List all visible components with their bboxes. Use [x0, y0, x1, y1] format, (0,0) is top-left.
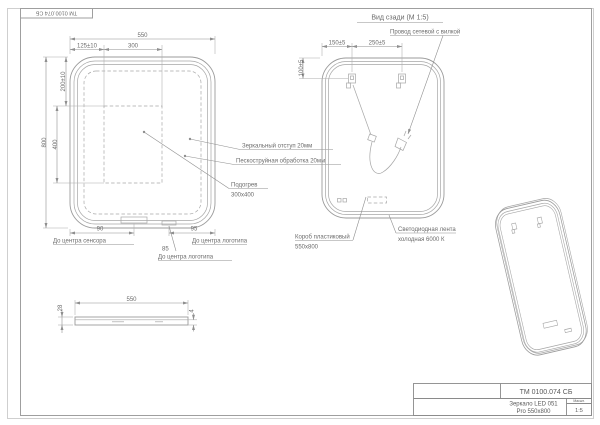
- dim-400-text: 400: [53, 139, 59, 150]
- dim-logo-right: 95 До центра логотипа: [168, 226, 248, 245]
- note-sandblast: Пескоструйная обработка 20мм: [183, 154, 341, 165]
- clip-mark-1: [337, 198, 342, 203]
- dim-800-text: 800: [42, 137, 48, 148]
- plug: [394, 137, 407, 151]
- note-sandblast-text: Пескоструйная обработка 20мм: [236, 158, 325, 165]
- back-outline-mid: [325, 61, 441, 215]
- rotated-stamp: ТМ 0100.074 СБ: [20, 8, 93, 19]
- iso-bracket-left: [511, 222, 518, 234]
- titleblock-scale-value: 1:5: [575, 408, 583, 414]
- note-cord-text: Провод сетевой с вилкой: [390, 29, 460, 36]
- dim-550-side-text: 550: [126, 297, 137, 303]
- dim-85-text: 85: [162, 247, 169, 253]
- dim-4-side: 4: [188, 309, 197, 332]
- dim-300-text: 300: [128, 44, 139, 50]
- stamp-box: [20, 8, 93, 19]
- note-heating-line1: Подогрев: [231, 183, 257, 189]
- titleblock-product-line2: Pro 550x800: [516, 409, 551, 415]
- mirror-outline-outer: [69, 56, 216, 229]
- stamp-doc-code: ТМ 0100.074 СБ: [35, 10, 77, 16]
- cord-wire: [369, 141, 402, 174]
- dim-28-text: 28: [58, 304, 64, 311]
- note-box-line2: 550х800: [295, 245, 319, 251]
- iso-outline-outer: [495, 199, 587, 356]
- dim-400-front: 400: [53, 105, 104, 184]
- dim-550-side: 550: [74, 297, 189, 315]
- title-block: ТМ 0100.074 СБ Зеркало LED 051 Pro 550x8…: [413, 383, 592, 416]
- note-cord: Провод сетевой с вилкой: [390, 29, 460, 135]
- dim-300-front: 300: [103, 44, 163, 107]
- titleblock-doc-code: ТМ 0100.074 СБ: [520, 389, 573, 396]
- dim-4-text: 4: [190, 309, 196, 313]
- dim-550-front-text: 550: [137, 33, 148, 39]
- front-view: 550 125±10 300 800 400 200±10: [42, 33, 341, 261]
- dim-550-front: 550: [69, 33, 216, 54]
- iso-outline-depth: [496, 198, 588, 354]
- label-logo-bottom: До центра логотипа: [158, 255, 214, 261]
- sensor-mark: [120, 216, 148, 224]
- side-view: 550 28 4: [58, 297, 197, 333]
- note-heating: Подогрев 300х400: [142, 130, 268, 199]
- iso-outline-mid: [497, 202, 584, 353]
- titleblock-product-line1: Зеркало LED 051: [509, 402, 558, 408]
- iso-bracket-right: [536, 216, 543, 228]
- dim-250-back: 250±5: [351, 41, 403, 72]
- note-led-strip: Светодиодная лента холодная 6000 К: [388, 214, 456, 243]
- note-plastic-box: Короб пластиковый 550х800: [295, 196, 367, 251]
- dim-800-front: 800: [42, 56, 68, 229]
- power-cord: [352, 84, 412, 174]
- back-outline-inner: [328, 64, 438, 212]
- title-block-border: [413, 383, 592, 416]
- dim-150-text: 150±5: [329, 41, 346, 47]
- dim-logo-bottom: 85 До центра логотипа: [158, 225, 232, 261]
- iso-logo-mark: [542, 319, 559, 329]
- cord-connector: [367, 133, 377, 143]
- mirror-outline-mid: [73, 60, 212, 225]
- back-view: Вид сзади (М 1:5) 150±5 250±5: [295, 15, 460, 251]
- note-mirror-offset: Зеркальный отступ 20мм: [188, 137, 333, 150]
- iso-view: [495, 198, 588, 356]
- note-heating-line2: 300х400: [231, 193, 255, 199]
- iso-outline-inner: [499, 205, 582, 351]
- label-sensor: До центра сенсора: [53, 239, 107, 245]
- driver-box-mark: [367, 196, 387, 204]
- side-slab: [74, 316, 189, 326]
- clip-mark-2: [342, 198, 347, 203]
- dim-sensor: 90 До центра сенсора: [53, 223, 135, 245]
- dim-200-front: 200±10: [61, 56, 68, 107]
- dim-200-text: 200±10: [61, 71, 67, 92]
- note-box-line1: Короб пластиковый: [295, 234, 350, 241]
- bracket-right: [396, 73, 406, 89]
- note-mirror-offset-text: Зеркальный отступ 20мм: [242, 143, 312, 150]
- dim-125-front: 125±10: [69, 44, 105, 107]
- dim-90-text: 90: [97, 227, 104, 233]
- dim-28-side: 28: [58, 304, 73, 333]
- dim-250-text: 250±5: [369, 41, 386, 47]
- iso-clip-mark: [564, 327, 573, 334]
- dim-100-text: 100±5: [299, 59, 305, 76]
- logo-mark: [161, 220, 177, 226]
- sheet-frame: [7, 8, 594, 419]
- back-outline-outer: [321, 57, 445, 219]
- dim-100-back: 100±5: [299, 57, 348, 79]
- dim-125-text: 125±10: [77, 44, 98, 50]
- bracket-left: [346, 73, 356, 89]
- sandblast-zone: [83, 70, 202, 215]
- label-logo-right: До центра логотипа: [192, 239, 248, 245]
- note-led-line2: холодная 6000 К: [398, 237, 445, 243]
- back-view-title: Вид сзади (М 1:5): [371, 15, 428, 22]
- dim-95-text: 95: [191, 227, 198, 233]
- mirror-outline-inner: [77, 64, 208, 221]
- note-led-line1: Светодиодная лента: [398, 227, 456, 233]
- inner-frame: [20, 8, 592, 416]
- heating-zone: [103, 105, 163, 184]
- titleblock-scale-label: Масшт.: [573, 399, 584, 403]
